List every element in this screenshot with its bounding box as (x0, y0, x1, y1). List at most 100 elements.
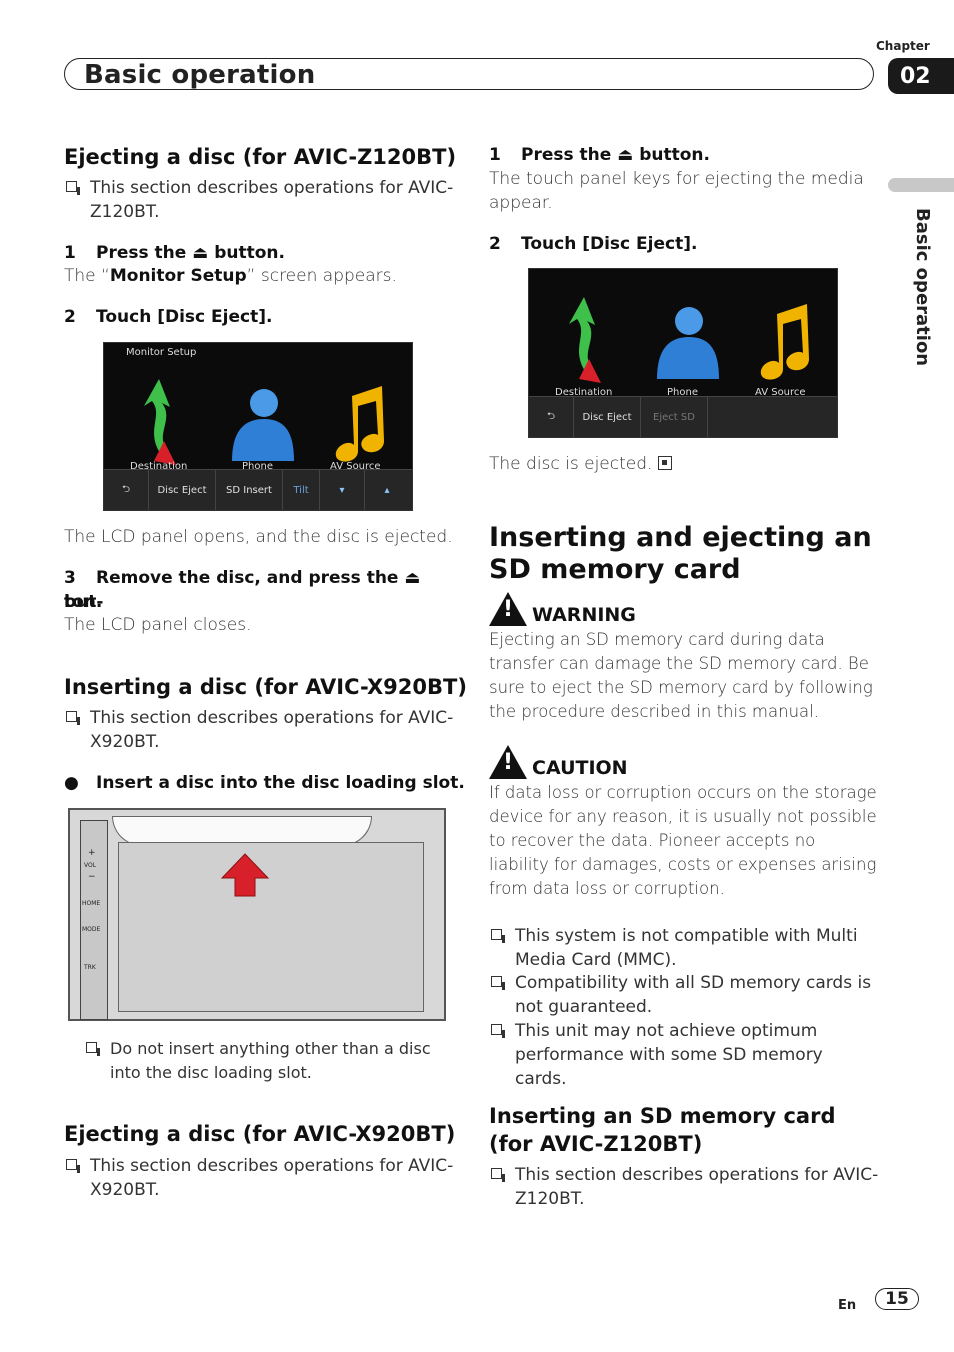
destination-label: Destination (130, 461, 188, 472)
vol-label: VOL (84, 862, 97, 869)
page-number: 15 (875, 1288, 919, 1310)
checkbox-bullet-icon (66, 1159, 80, 1173)
disc-eject-button[interactable]: Disc Eject (574, 397, 641, 437)
destination-icon (144, 379, 170, 456)
menu-icons (144, 379, 384, 465)
eject-keys-screenshot: Destination Phone AV Source ⮌ Disc Eject… (528, 268, 838, 438)
button-panel (80, 820, 108, 1020)
head-unit-illustration: + VOL − HOME MODE TRK (68, 808, 446, 1021)
screen-button-bar: ⮌ Disc Eject SD Insert Tilt ▾ ▴ (104, 469, 412, 510)
phone-label: Phone (242, 461, 273, 472)
av-source-label: AV Source (330, 461, 381, 472)
home-button[interactable]: HOME (82, 900, 101, 907)
caution-icon (489, 745, 527, 779)
trk-label: TRK (84, 964, 96, 971)
checkbox-bullet-icon (66, 711, 80, 725)
dot-bullet-icon: ● (64, 773, 79, 793)
back-arrow-icon: ⮌ (546, 410, 555, 422)
tilt-down-icon: ▾ (339, 484, 345, 496)
tilt-button[interactable]: Tilt (283, 470, 320, 510)
menu-icons (569, 297, 809, 383)
section-heading-insert-x920: Inserting a disc (for AVIC-X920BT) (64, 675, 467, 699)
main-heading-line1: Inserting and ejecting an (489, 522, 872, 553)
language-label: En (838, 1298, 857, 1313)
destination-flag-icon (154, 441, 176, 465)
note-item: This section describes operations for AV… (64, 1154, 454, 1202)
av-source-label: AV Source (755, 387, 806, 398)
phone-label: Phone (667, 387, 698, 398)
eject-sd-button[interactable]: Eject SD (641, 397, 708, 437)
caution-text: If data loss or corruption occurs on the… (489, 783, 877, 898)
sub-heading-line2: (for AVIC-Z120BT) (489, 1132, 703, 1156)
disc-ejected-text: The disc is ejected. (489, 452, 672, 476)
warning-text: Ejecting an SD memory card during data t… (489, 630, 873, 721)
checkbox-bullet-icon (491, 1024, 505, 1038)
chapter-number: 02 (888, 58, 954, 94)
checkbox-bullet-icon (491, 929, 505, 943)
phone-icon (657, 337, 719, 379)
phone-head-icon (675, 307, 703, 335)
note-item: This section describes operations for AV… (64, 706, 454, 754)
monitor-setup-screenshot: Monitor Setup Destination Phone AV Sourc… (103, 342, 413, 511)
tilt-up-icon: ▴ (384, 484, 390, 496)
sd-insert-button[interactable]: SD Insert (216, 470, 283, 510)
section-heading-eject-x920: Ejecting a disc (for AVIC-X920BT) (64, 1122, 456, 1146)
end-mark-icon (657, 456, 672, 470)
vol-plus-button[interactable]: + (88, 848, 96, 858)
eject-icon: ⏏ (192, 243, 209, 263)
header-bar (64, 58, 874, 90)
tilt-up-button[interactable]: ▴ (365, 470, 409, 510)
section-heading-eject-z120: Ejecting a disc (for AVIC-Z120BT) (64, 145, 457, 169)
lcd-opens-text: The LCD panel opens, and the disc is eje… (64, 527, 453, 547)
chapter-label: Chapter (876, 39, 930, 53)
insert-disc-step: ●Insert a disc into the disc loading slo… (64, 773, 465, 793)
note-item: This section describes operations for AV… (64, 176, 454, 224)
screen-title: Monitor Setup (126, 347, 197, 358)
insert-arrow-icon (220, 853, 270, 897)
tilt-down-button[interactable]: ▾ (320, 470, 365, 510)
av-source-icon (760, 304, 809, 380)
side-tab-label: Basic operation (912, 208, 933, 367)
main-heading-line2: SD memory card (489, 554, 741, 585)
checkbox-bullet-icon (491, 1168, 505, 1182)
eject-icon: ⏏ (617, 145, 634, 165)
av-source-icon (335, 386, 384, 462)
back-button[interactable]: ⮌ (104, 470, 149, 510)
back-button[interactable]: ⮌ (529, 397, 574, 437)
caution-title: CAUTION (532, 757, 628, 779)
note-item: This section describes operations for AV… (489, 1163, 879, 1211)
sub-heading-line1: Inserting an SD memory card (489, 1104, 836, 1128)
back-arrow-icon: ⮌ (121, 483, 130, 495)
page-title: Basic operation (84, 60, 316, 90)
list-item: Compatibility with all SD memory cards i… (489, 971, 879, 1019)
list-item: This unit may not achieve optimum perfor… (489, 1019, 879, 1091)
note-item: Do not insert anything other than a disc… (84, 1037, 444, 1085)
step-1-description: The “Monitor Setup” screen appears. (64, 266, 397, 286)
step-3-continued: ton. (64, 592, 103, 612)
warning-title: WARNING (532, 604, 636, 626)
lcd-closes-text: The LCD panel closes. (64, 615, 252, 635)
list-item: This system is not compatible with Multi… (489, 924, 879, 972)
side-tab-marker (888, 178, 954, 192)
disc-eject-button[interactable]: Disc Eject (149, 470, 216, 510)
phone-icon (232, 419, 294, 461)
warning-icon (489, 592, 527, 626)
destination-label: Destination (555, 387, 613, 398)
destination-icon (569, 297, 595, 374)
checkbox-bullet-icon (491, 976, 505, 990)
display-area (118, 842, 424, 1012)
right-step-1-description: The touch panel keys for ejecting the me… (489, 169, 864, 213)
phone-head-icon (250, 389, 278, 417)
checkbox-bullet-icon (86, 1042, 100, 1056)
mode-button[interactable]: MODE (82, 926, 101, 933)
vol-minus-button[interactable]: − (88, 872, 96, 882)
screen-button-bar: ⮌ Disc Eject Eject SD (529, 396, 837, 437)
eject-icon: ⏏ (404, 568, 421, 588)
checkbox-bullet-icon (66, 181, 80, 195)
destination-flag-icon (579, 359, 601, 383)
